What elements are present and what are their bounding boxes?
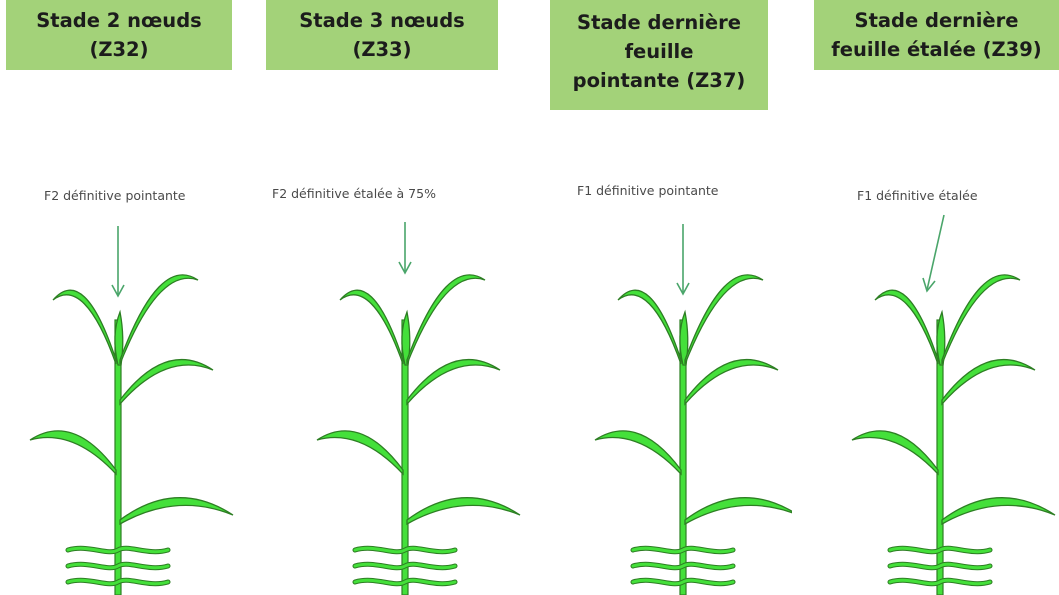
leaf-shape: [316, 430, 404, 476]
leaf-shape: [119, 358, 214, 406]
stage-title-line: Stade 2 nœuds: [36, 9, 202, 32]
leaf-shape: [406, 274, 486, 365]
leaf-shape: [941, 274, 1021, 365]
pointer-arrow: [111, 226, 125, 298]
pointer-arrow: [676, 224, 690, 296]
basal-leaf-fill: [353, 562, 457, 570]
leaf-shape: [29, 430, 117, 476]
stage-title: Stade 3 nœuds (Z33): [266, 0, 498, 70]
leaf-shape: [52, 289, 117, 365]
leaf-shape: [617, 289, 682, 365]
stage-title-line: (Z32): [89, 38, 149, 61]
basal-leaf-fill: [353, 546, 457, 554]
leaf-shape: [684, 358, 779, 406]
leaf-shape: [874, 289, 939, 365]
leaf-shape: [339, 289, 404, 365]
wheat-plant-illustration: [29, 226, 234, 595]
leaf-shape: [851, 430, 939, 476]
stage-title-line: pointante (Z37): [572, 69, 746, 92]
wheat-plant: [29, 274, 234, 595]
pointer-arrow: [922, 214, 945, 293]
stage-annotation: F1 définitive étalée: [857, 188, 978, 203]
stage-panel-z33: Stade 3 nœuds (Z33) F2 définitive étalée…: [264, 0, 528, 595]
basal-leaf-fill: [631, 578, 735, 586]
leaf-shape: [119, 274, 199, 365]
stage-title-line: Stade 3 nœuds: [299, 9, 465, 32]
stage-annotation: F2 définitive pointante: [44, 188, 186, 203]
stage-panel-z39: Stade dernière feuille étalée (Z39) F1 d…: [792, 0, 1059, 595]
basal-leaf-fill: [888, 562, 992, 570]
basal-leaf-fill: [66, 546, 170, 554]
leaf-shape: [684, 274, 764, 365]
leaf-shape: [406, 358, 501, 406]
stage-title-line: (Z33): [352, 38, 412, 61]
stage-title: Stade 2 nœuds (Z32): [6, 0, 232, 70]
basal-leaf-fill: [631, 562, 735, 570]
leaf-shape: [941, 358, 1036, 406]
basal-leaf-fill: [66, 578, 170, 586]
basal-leaf-fill: [888, 578, 992, 586]
leaf-shape: [594, 430, 682, 476]
pointer-arrow: [398, 222, 412, 275]
wheat-plant: [316, 274, 521, 595]
basal-leaf-fill: [631, 546, 735, 554]
stage-title-line: Stade dernière: [577, 11, 741, 34]
stage-title: Stade dernière feuille étalée (Z39): [814, 0, 1059, 70]
stage-title: Stade dernière feuille pointante (Z37): [550, 0, 768, 110]
wheat-plant-illustration: [594, 224, 792, 595]
stage-title-line: feuille: [624, 40, 694, 63]
basal-leaf-fill: [353, 578, 457, 586]
wheat-plant: [851, 274, 1056, 595]
leaf-shape: [684, 497, 792, 526]
stage-panel-z37: Stade dernière feuille pointante (Z37) F…: [528, 0, 792, 595]
stage-annotation: F1 définitive pointante: [577, 183, 719, 198]
basal-leaf-fill: [66, 562, 170, 570]
leaf-shape: [406, 497, 521, 526]
wheat-plant-illustration: [851, 214, 1056, 595]
stage-annotation: F2 définitive étalée à 75%: [272, 186, 436, 201]
stage-panel-z32: Stade 2 nœuds (Z32) F2 définitive pointa…: [0, 0, 264, 595]
wheat-plant: [594, 274, 792, 595]
basal-leaf-fill: [888, 546, 992, 554]
stage-title-line: Stade dernière: [854, 9, 1019, 32]
wheat-plant-illustration: [316, 222, 521, 595]
leaf-shape: [941, 497, 1056, 526]
stage-title-line: feuille étalée (Z39): [831, 38, 1042, 61]
leaf-shape: [119, 497, 234, 526]
